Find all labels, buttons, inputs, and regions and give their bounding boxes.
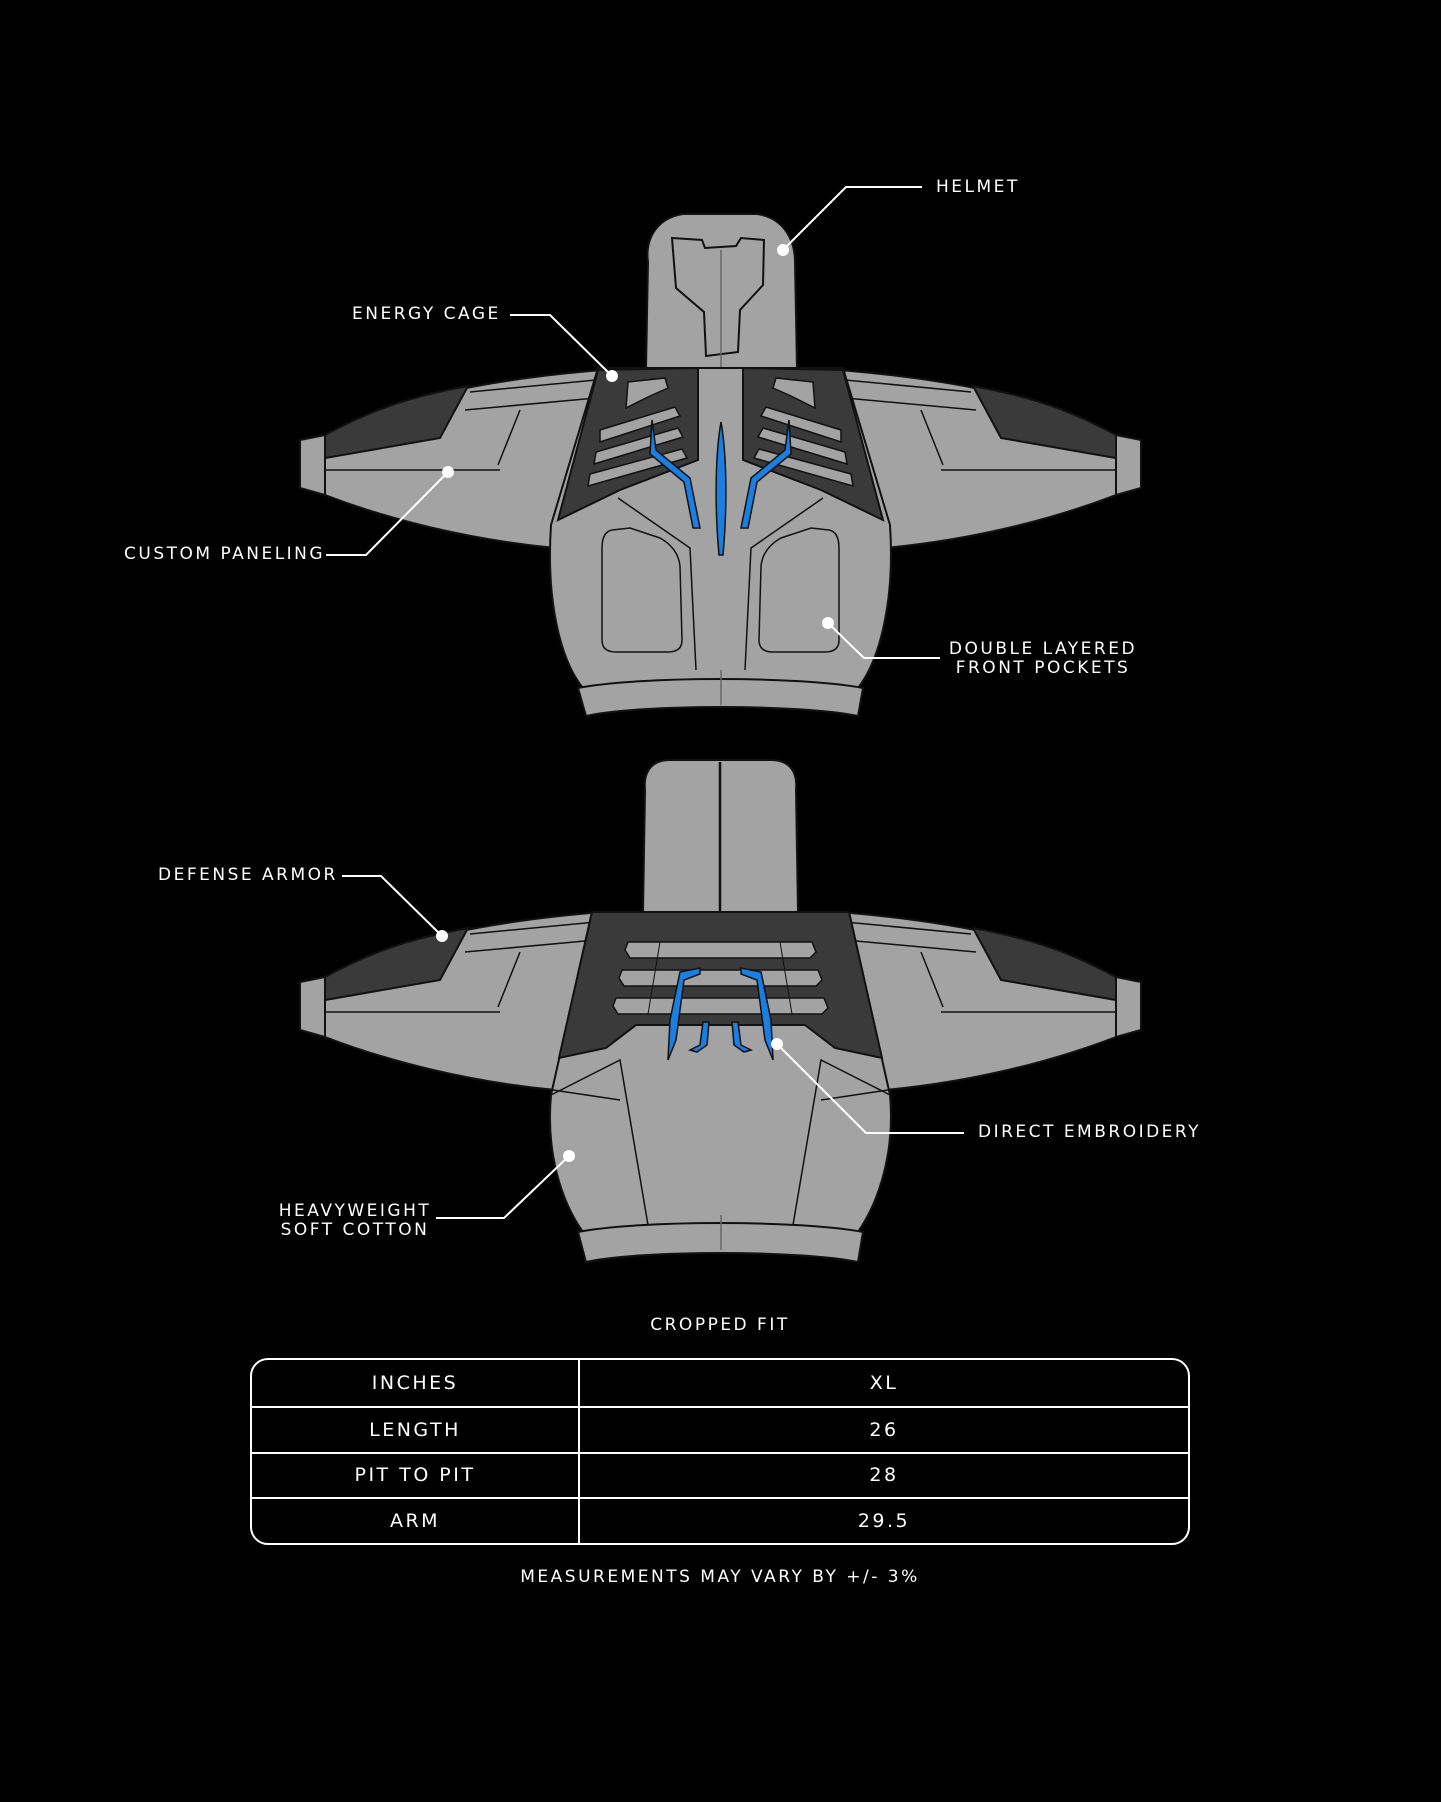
helmet-callout-line [777,186,922,256]
size-table-header: INCHES XL [252,1360,1188,1406]
defense-armor-label: DEFENSE ARMOR [158,865,338,885]
energy-cage-callout-line [510,314,618,382]
table-row: ARM 29.5 [252,1497,1188,1543]
double-layered-line-1: DOUBLE LAYERED [948,639,1138,659]
header-inches: INCHES [252,1360,580,1406]
defense-armor-callout-line [342,875,448,942]
table-row: LENGTH 26 [252,1405,1188,1452]
energy-cage-label: ENERGY CAGE [352,304,501,324]
row-label: LENGTH [252,1407,580,1452]
measurement-footnote: MEASUREMENTS MAY VARY BY +/- 3% [520,1567,920,1587]
row-label: PIT TO PIT [252,1453,580,1498]
custom-paneling-callout-line [326,466,454,556]
double-layered-line-2: FRONT POCKETS [955,658,1131,678]
heavyweight-line-2: SOFT COTTON [280,1220,430,1240]
double-pockets-callout-line [822,617,940,659]
table-row: PIT TO PIT 28 [252,1451,1188,1498]
row-value: 28 [869,1464,899,1487]
direct-embroidery-label: DIRECT EMBROIDERY [978,1122,1202,1142]
back-view [298,758,1143,1264]
heavyweight-line-1: HEAVYWEIGHT [278,1201,432,1221]
header-size: XL [869,1371,899,1394]
helmet-label: HELMET [936,177,1020,197]
row-value: 29.5 [857,1510,911,1533]
fit-title: CROPPED FIT [650,1315,790,1335]
size-table: INCHES XL LENGTH 26 PIT TO PIT 28 ARM 29… [250,1358,1190,1545]
row-value: 26 [869,1418,899,1441]
direct-embroidery-callout-line [771,1038,964,1134]
double-layered-label: DOUBLE LAYERED FRONT POCKETS [948,640,1138,678]
heavyweight-label: HEAVYWEIGHT SOFT COTTON [272,1202,438,1240]
heavyweight-callout-line [436,1150,575,1219]
row-label: ARM [252,1499,580,1543]
custom-paneling-label: CUSTOM PANELING [124,544,326,564]
